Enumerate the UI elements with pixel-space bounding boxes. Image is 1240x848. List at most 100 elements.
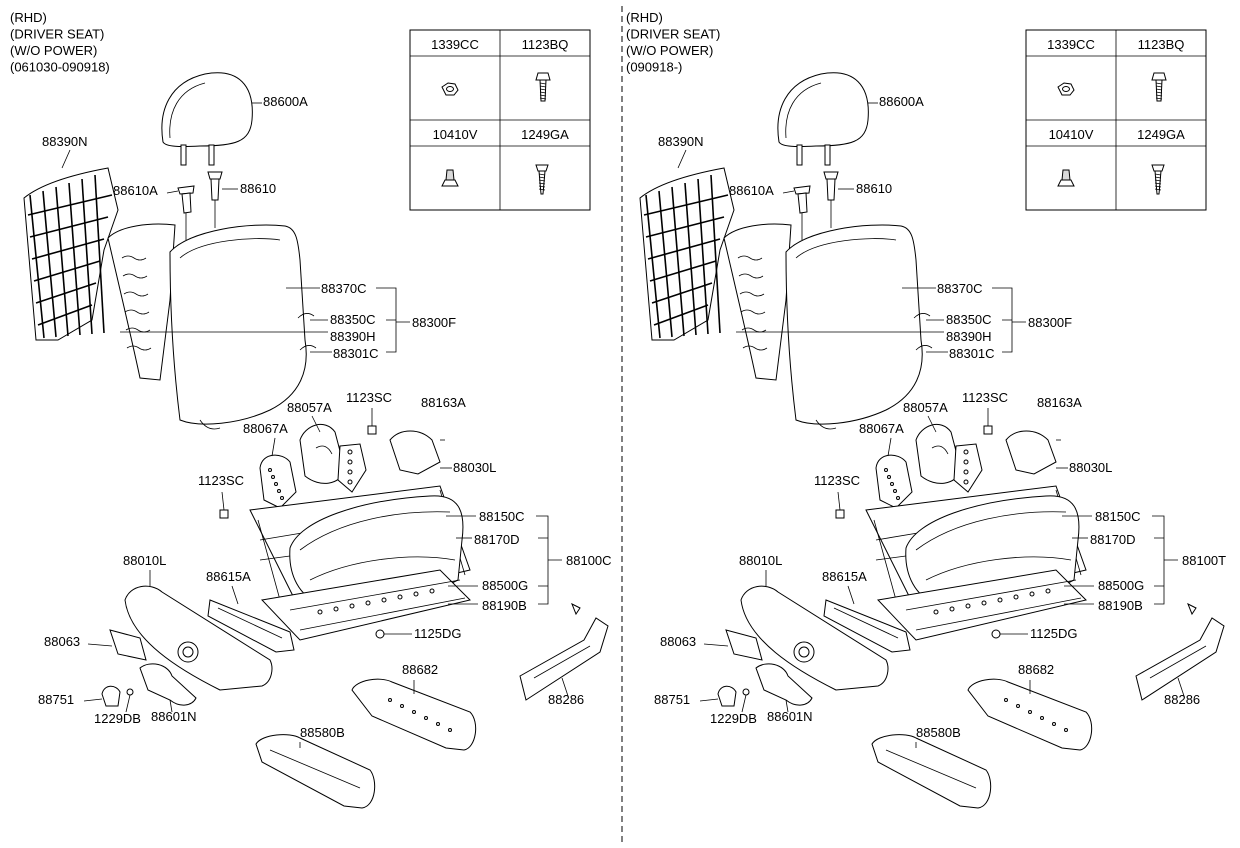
leader-88057A xyxy=(927,415,937,433)
bolt-icon xyxy=(1151,72,1167,102)
bracket-88100 xyxy=(536,515,562,605)
undefined xyxy=(535,72,551,81)
seatback-pad xyxy=(107,223,176,381)
part-label-88301C: 88301C xyxy=(333,346,379,361)
panel-right: (RHD)(DRIVER SEAT)(W/O POWER)(090918-)13… xyxy=(626,10,1226,809)
seatback-pad xyxy=(723,223,792,381)
bolt-icon xyxy=(367,425,377,435)
panel-header-line: (061030-090918) xyxy=(10,60,110,75)
undefined xyxy=(207,171,223,180)
undefined xyxy=(445,169,455,181)
undefined xyxy=(210,178,220,201)
undefined xyxy=(639,167,735,341)
leader-88067A xyxy=(887,437,892,457)
thread-line xyxy=(1155,94,1163,97)
part-label-88063: 88063 xyxy=(660,634,696,649)
undefined xyxy=(177,185,195,195)
undefined xyxy=(931,445,949,455)
undefined xyxy=(94,174,105,334)
recliner-mechanism xyxy=(337,443,367,493)
leader-88601N xyxy=(785,699,789,713)
undefined xyxy=(653,304,709,326)
part-label-88370C: 88370C xyxy=(321,281,367,296)
undefined xyxy=(179,238,281,259)
thread-line xyxy=(538,188,546,191)
undefined xyxy=(259,454,297,509)
undefined xyxy=(797,192,808,214)
undefined xyxy=(533,645,591,679)
part-label-88610: 88610 xyxy=(856,181,892,196)
thread-line xyxy=(539,88,547,91)
leader-1229DB xyxy=(741,694,747,713)
undefined xyxy=(785,224,923,425)
recliner-cover xyxy=(259,423,441,509)
undefined xyxy=(953,443,983,493)
part-label-88030L: 88030L xyxy=(453,460,496,475)
screw-icon xyxy=(535,164,549,195)
undefined xyxy=(785,82,822,139)
leader-88286 xyxy=(1177,677,1185,697)
part-label-88063: 88063 xyxy=(44,634,80,649)
seatback-frame xyxy=(639,167,735,341)
seatback-cover xyxy=(785,224,933,430)
part-label-88067A: 88067A xyxy=(243,421,288,436)
undefined xyxy=(658,190,673,338)
panel-header-line: (090918-) xyxy=(626,60,682,75)
outer-cover xyxy=(871,734,992,809)
part-label-88100: 88100C xyxy=(566,553,612,568)
undefined xyxy=(1061,169,1071,181)
part-label-88067A: 88067A xyxy=(859,421,904,436)
undefined xyxy=(289,579,466,631)
undefined xyxy=(905,579,1082,631)
thread-line xyxy=(1154,173,1162,176)
undefined xyxy=(27,194,113,216)
bolt-icon xyxy=(219,509,229,519)
thread-line xyxy=(1155,88,1163,91)
undefined xyxy=(126,345,152,351)
outer-cover xyxy=(255,734,376,809)
bolt-icon xyxy=(983,425,993,435)
part-label-88390N: 88390N xyxy=(658,134,704,149)
undefined xyxy=(739,291,765,297)
undefined xyxy=(738,273,764,279)
part-label-1229DB: 1229DB xyxy=(710,711,757,726)
part-label-88100: 88100T xyxy=(1182,553,1226,568)
undefined xyxy=(81,178,93,335)
leader-88067A xyxy=(271,437,276,457)
undefined xyxy=(833,607,899,639)
undefined xyxy=(337,443,367,493)
part-label-88300F: 88300F xyxy=(412,315,456,330)
thread-line xyxy=(539,82,547,85)
undefined xyxy=(181,192,192,214)
undefined xyxy=(1005,430,1057,475)
knob xyxy=(101,685,121,707)
thread-line xyxy=(1154,182,1162,185)
leader-88063 xyxy=(87,643,113,647)
part-label-88390H: 88390H xyxy=(330,329,376,344)
undefined xyxy=(351,678,477,751)
thread-line xyxy=(538,179,546,182)
undefined xyxy=(315,445,333,455)
headrest-guide xyxy=(177,171,223,214)
undefined xyxy=(823,171,839,180)
undefined xyxy=(723,223,792,381)
part-label-88150C: 88150C xyxy=(479,509,525,524)
knob xyxy=(717,685,737,707)
undefined xyxy=(1187,602,1197,616)
fastener-code: 1339CC xyxy=(1047,37,1095,52)
clip-icon xyxy=(441,169,459,187)
undefined xyxy=(297,313,317,351)
undefined xyxy=(35,282,97,304)
undefined xyxy=(740,585,889,691)
part-label-88615A: 88615A xyxy=(822,569,867,584)
undefined xyxy=(441,179,459,187)
leader-88286 xyxy=(561,677,569,697)
leader-88390N xyxy=(61,149,71,169)
screw-icon xyxy=(742,688,750,696)
side-shield xyxy=(124,585,273,691)
side-trim xyxy=(351,678,477,751)
undefined xyxy=(793,185,811,195)
rail-cover xyxy=(823,599,911,653)
undefined xyxy=(915,511,1067,551)
